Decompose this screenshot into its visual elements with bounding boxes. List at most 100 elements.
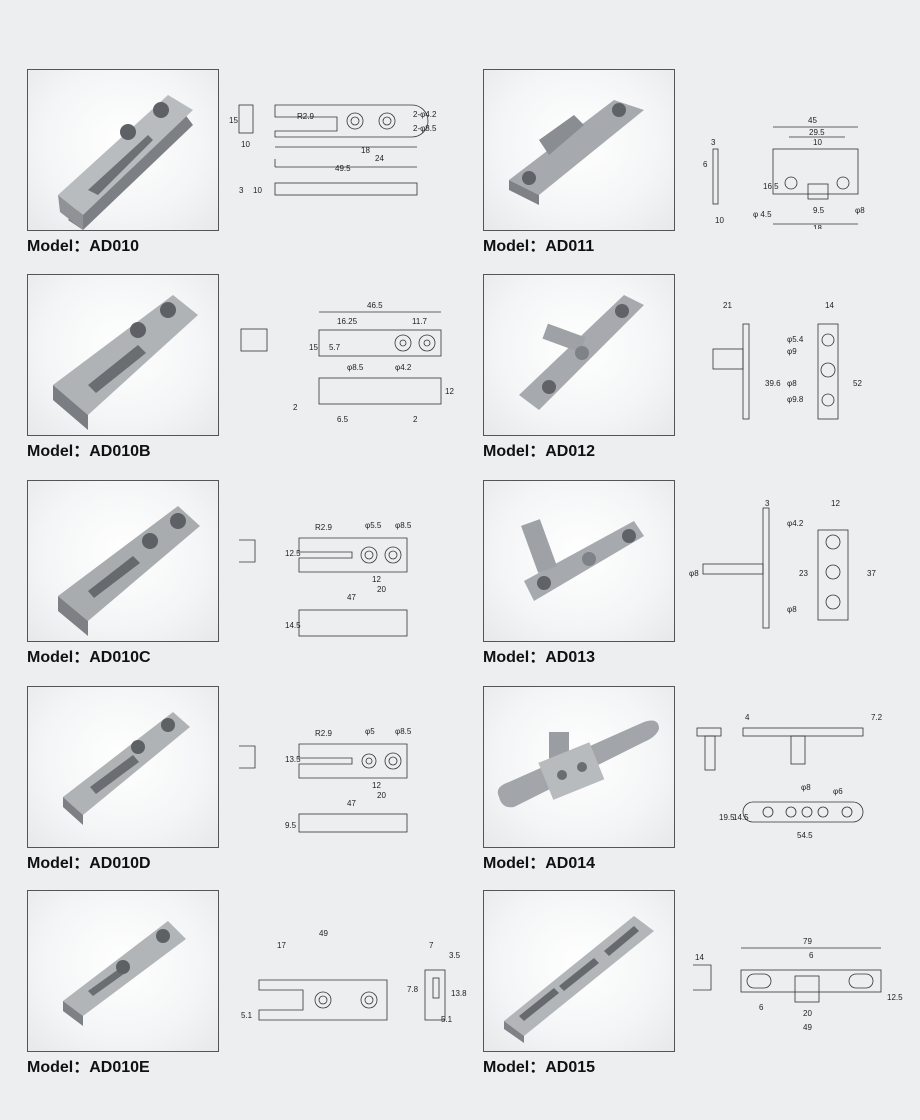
svg-text:20: 20 [377,585,386,594]
svg-text:φ8: φ8 [689,569,699,578]
svg-text:45: 45 [808,116,817,125]
product-card-ad010b: 46.5 16.25 11.7 15 5.7 φ8.5 φ4.2 2 6.5 2… [27,274,467,474]
svg-text:10: 10 [241,140,250,149]
model-label: Model：AD011 [483,238,595,255]
svg-text:R2.9: R2.9 [315,729,332,738]
svg-text:14: 14 [825,301,834,310]
technical-drawing: 79 6 14 12.5 6 20 49 [683,910,920,1050]
svg-text:2-φ8.5: 2-φ8.5 [413,124,437,133]
svg-text:φ8.5: φ8.5 [347,363,364,372]
technical-drawing: 46.5 16.25 11.7 15 5.7 φ8.5 φ4.2 2 6.5 2… [227,294,467,434]
svg-text:16.5: 16.5 [763,182,779,191]
svg-text:φ5.5: φ5.5 [365,521,382,530]
svg-text:14: 14 [695,953,704,962]
product-photo [483,480,675,642]
svg-text:6: 6 [703,160,708,169]
svg-text:12.5: 12.5 [887,993,903,1002]
svg-text:5.7: 5.7 [329,343,341,352]
product-card-ad013: 3 12 φ4.2 23 37 φ8 φ8 Model：AD013 [483,480,920,680]
product-card-ad010e: 49 17 5.1 7 3.5 7.8 13.8 5.1 Model：AD010… [27,890,467,1090]
svg-text:2: 2 [413,415,418,424]
product-card-ad010c: R2.9 φ5.5 φ8.5 12.5 12 20 47 14.5 Model：… [27,480,467,680]
svg-text:20: 20 [377,791,386,800]
svg-text:14.5: 14.5 [733,813,749,822]
svg-text:52: 52 [853,379,862,388]
svg-text:18: 18 [361,146,370,155]
svg-text:47: 47 [347,799,356,808]
technical-drawing: 4 7.2 φ8 φ6 19.5 14.5 54.5 [683,706,920,846]
svg-text:12: 12 [831,500,840,508]
svg-text:37: 37 [867,569,876,578]
svg-text:φ4.2: φ4.2 [395,363,412,372]
svg-text:46.5: 46.5 [367,301,383,310]
svg-text:R2.9: R2.9 [315,523,332,532]
technical-drawing: R2.9 φ5 φ8.5 13.5 12 20 47 9.5 [227,706,467,846]
product-card-ad010d: R2.9 φ5 φ8.5 13.5 12 20 47 9.5 Model：AD0… [27,686,467,886]
svg-text:15: 15 [309,343,318,352]
svg-text:49: 49 [803,1023,812,1032]
technical-drawing: R2.9 φ5.5 φ8.5 12.5 12 20 47 14.5 [227,500,467,640]
svg-text:13.8: 13.8 [451,989,467,998]
svg-text:4: 4 [745,713,750,722]
model-label: Model：AD010E [27,1059,150,1076]
model-label: Model：AD010C [27,649,151,666]
svg-text:φ5: φ5 [365,727,375,736]
svg-text:20: 20 [803,1009,812,1018]
model-label: Model：AD010 [27,238,140,255]
svg-text:49: 49 [319,929,328,938]
technical-drawing: 49 17 5.1 7 3.5 7.8 13.8 5.1 [227,910,467,1050]
model-label: Model：AD014 [483,855,596,872]
svg-text:φ8: φ8 [855,206,865,215]
technical-drawing: 3 12 φ4.2 23 37 φ8 φ8 [683,499,920,640]
svg-text:10: 10 [715,216,724,225]
svg-text:23: 23 [799,569,808,578]
product-card-ad010: 15 10 R2.9 2-φ4.2 2-φ8.5 18 24 49.5 3 10… [27,69,467,269]
svg-text:2: 2 [293,403,298,412]
svg-text:21: 21 [723,301,732,310]
product-card-ad012: 21 14 φ5.4 φ9 φ8 φ9.8 39.6 52 Model：AD01… [483,274,920,474]
svg-text:18: 18 [813,224,822,229]
svg-text:12: 12 [445,387,454,396]
svg-text:12: 12 [372,781,381,790]
svg-text:2-φ4.2: 2-φ4.2 [413,110,437,119]
svg-text:79: 79 [803,937,812,946]
svg-text:9.5: 9.5 [285,821,297,830]
svg-text:3.5: 3.5 [449,951,461,960]
product-photo [483,274,675,436]
svg-text:7.8: 7.8 [407,985,419,994]
svg-text:φ8: φ8 [801,783,811,792]
svg-text:5.1: 5.1 [241,1011,253,1020]
svg-text:16.25: 16.25 [337,317,358,326]
svg-text:9.5: 9.5 [813,206,825,215]
svg-text:φ 4.5: φ 4.5 [753,210,772,219]
svg-text:3: 3 [711,138,716,147]
product-photo [27,890,219,1052]
svg-text:24: 24 [375,154,384,163]
svg-text:19.5: 19.5 [719,813,735,822]
svg-text:6: 6 [759,1003,764,1012]
product-card-ad015: 79 6 14 12.5 6 20 49 Model：AD015 [483,890,920,1090]
svg-text:13.5: 13.5 [285,755,301,764]
model-label: Model：AD010B [27,443,151,460]
svg-text:12: 12 [372,575,381,584]
svg-text:φ4.2: φ4.2 [787,519,804,528]
product-photo [27,274,219,436]
product-card-ad014: 4 7.2 φ8 φ6 19.5 14.5 54.5 Model：AD014 [483,686,920,886]
svg-text:15: 15 [229,116,238,125]
svg-text:φ9: φ9 [787,347,797,356]
model-label: Model：AD010D [27,855,151,872]
model-label: Model：AD015 [483,1059,596,1076]
product-photo [27,686,219,848]
product-photo [27,69,219,231]
product-photo [483,890,675,1052]
svg-text:φ6: φ6 [833,787,843,796]
product-card-ad011: 45 29.5 10 3 6 16.5 φ 4.5 9.5 18 φ8 10 M… [483,69,920,269]
svg-text:φ8.5: φ8.5 [395,727,412,736]
model-label: Model：AD013 [483,649,596,666]
svg-text:6.5: 6.5 [337,415,349,424]
svg-text:12.5: 12.5 [285,549,301,558]
svg-text:10: 10 [253,186,262,195]
technical-drawing: 21 14 φ5.4 φ9 φ8 φ9.8 39.6 52 [683,294,920,434]
svg-text:14.5: 14.5 [285,621,301,630]
svg-text:φ8: φ8 [787,379,797,388]
